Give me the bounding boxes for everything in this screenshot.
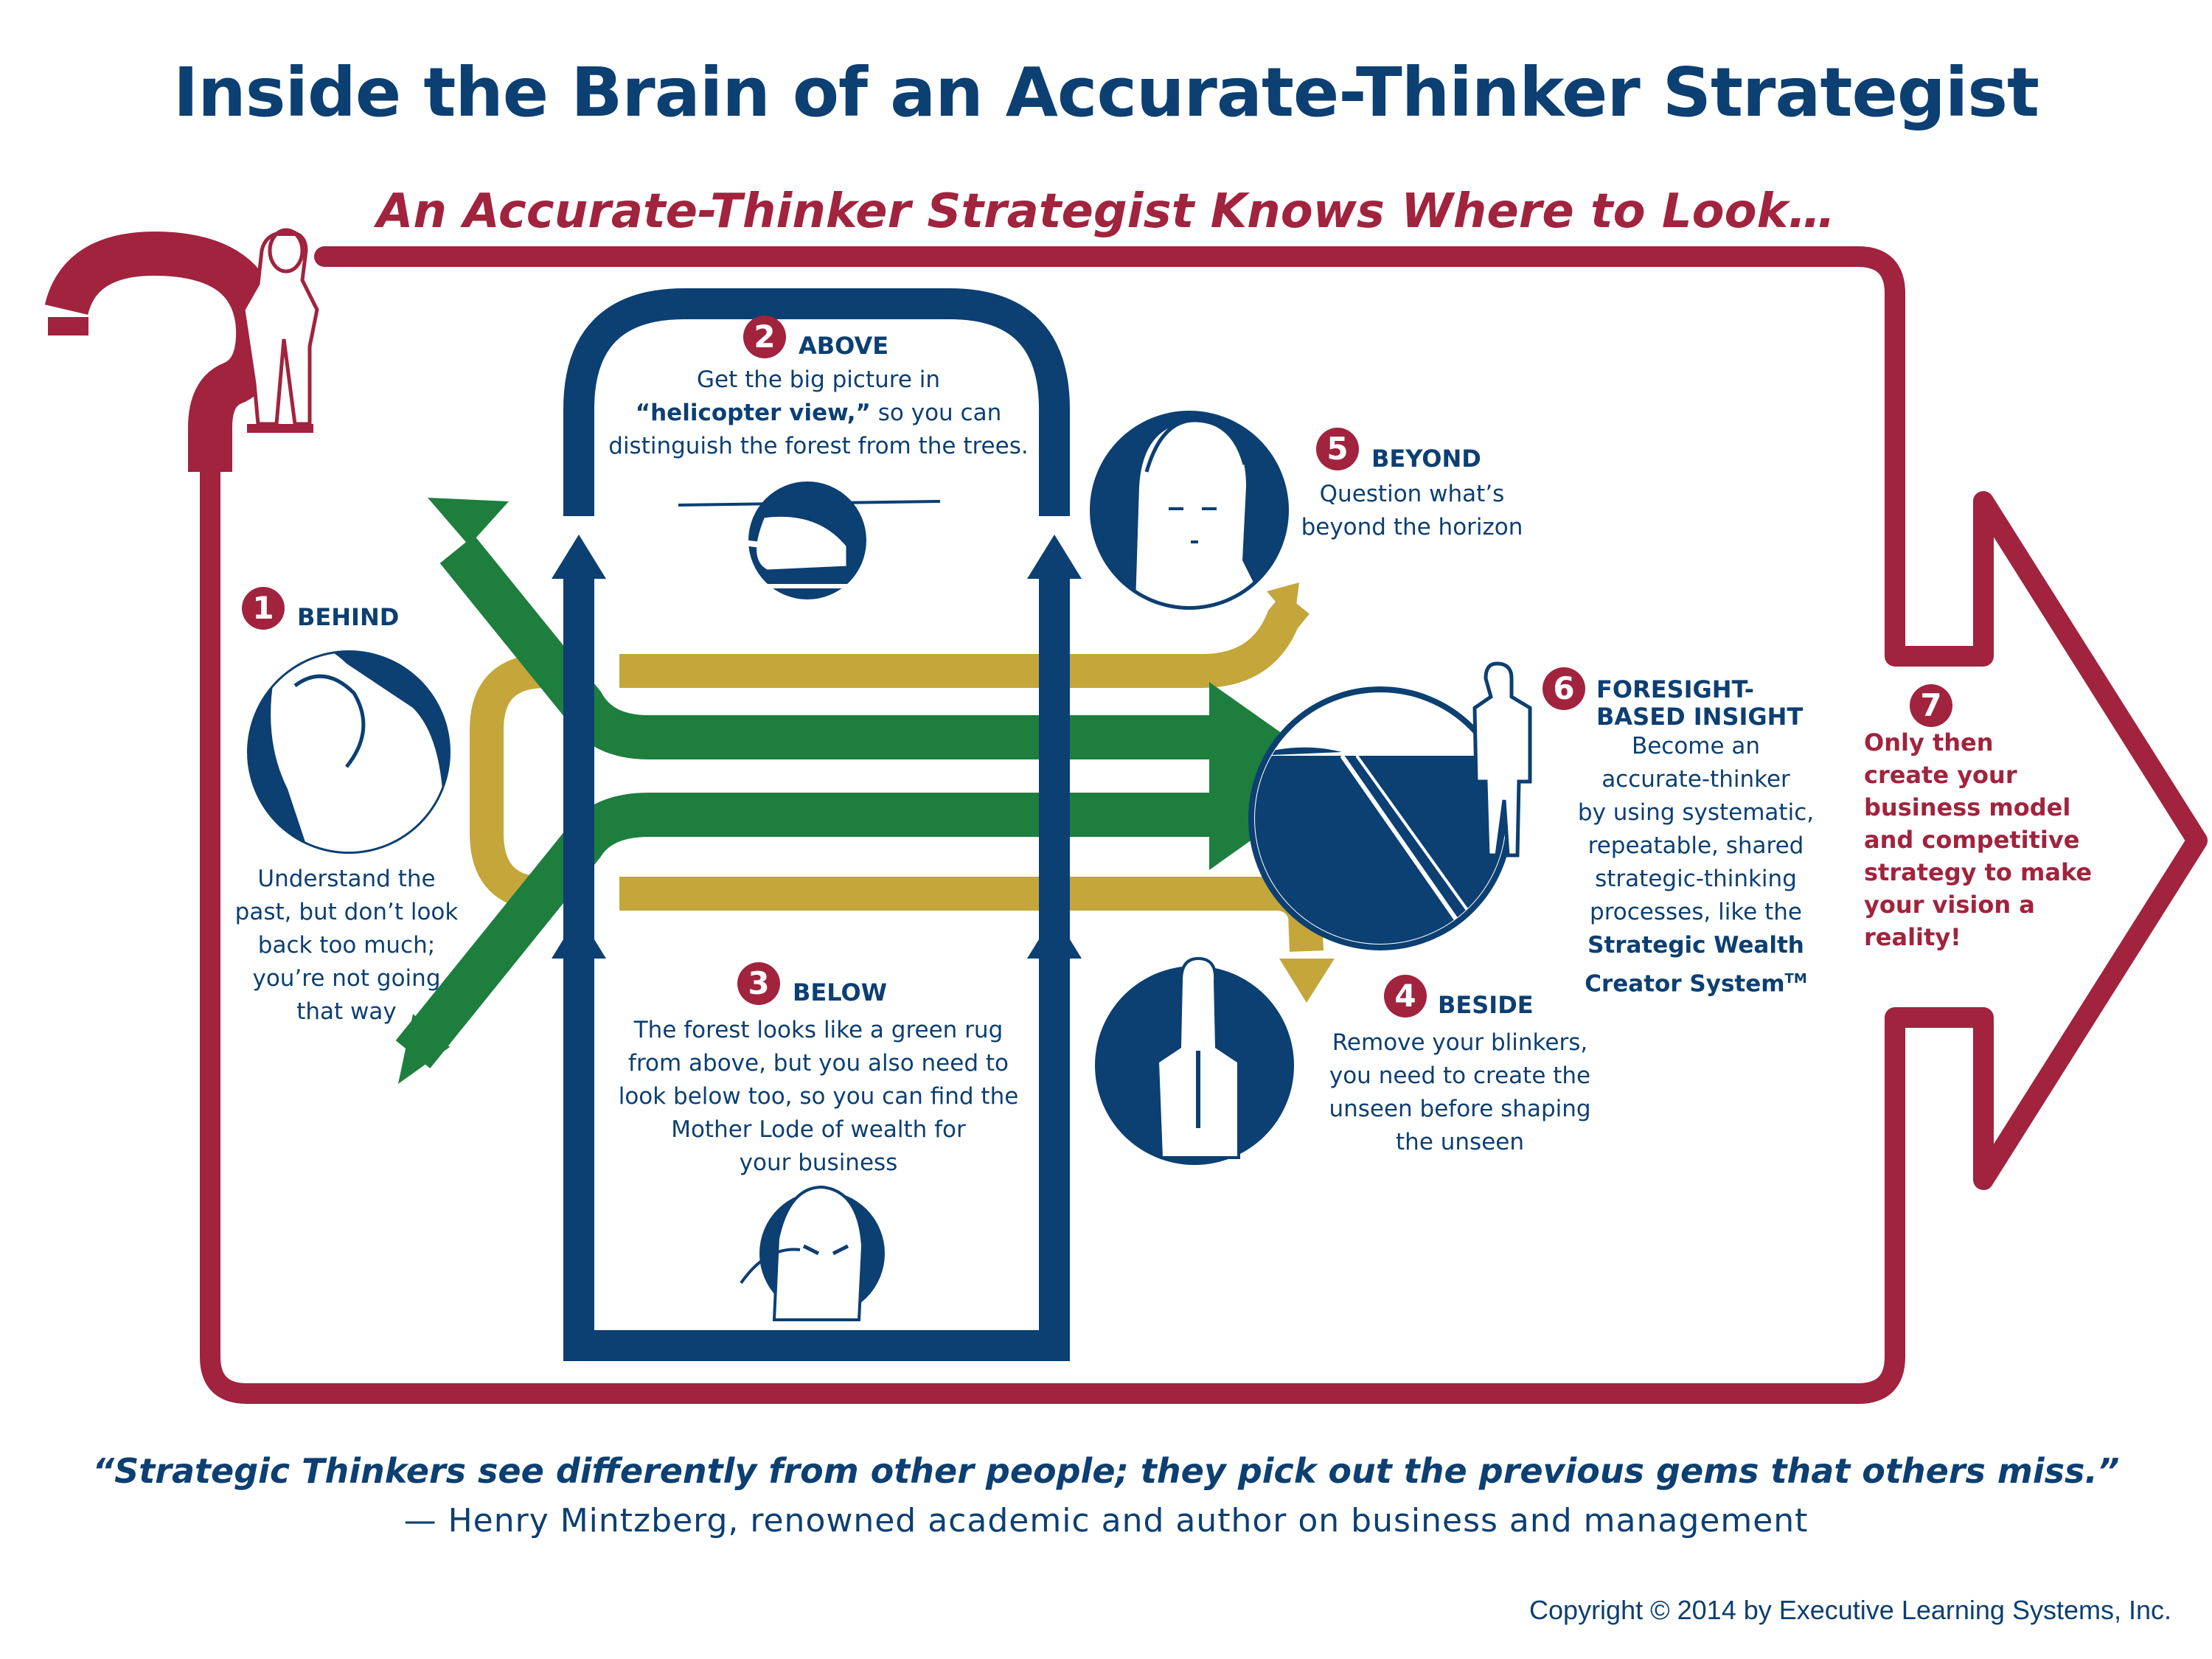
text-line: your vision a xyxy=(1864,891,2035,919)
page-title: Inside the Brain of an Accurate-Thinker … xyxy=(173,53,2039,132)
step-7-text: Only then create your business model and… xyxy=(1864,726,2129,953)
text-line: distinguish the forest from the trees. xyxy=(608,433,1029,459)
step-3-heading: BELOW xyxy=(793,978,887,1006)
quote: “Strategic Thinkers see differently from… xyxy=(92,1451,2120,1491)
text-line: The forest looks like a green rug xyxy=(633,1017,1004,1043)
outer-frame-arrow xyxy=(200,246,2208,1404)
heading-line: BASED INSIGHT xyxy=(1596,703,1804,731)
step-3-number: 3 xyxy=(737,962,780,1005)
step-4-number: 4 xyxy=(1384,975,1427,1018)
text-line: Question what’s xyxy=(1319,481,1505,507)
text-line: processes, like the xyxy=(1590,899,1802,925)
emphasis-text: Creator System xyxy=(1585,970,1785,998)
text-line: beyond the horizon xyxy=(1301,514,1523,540)
text-line: Understand the xyxy=(257,866,436,892)
text-line: Mother Lode of wealth for xyxy=(671,1116,966,1143)
page-subtitle: An Accurate-Thinker Strategist Knows Whe… xyxy=(376,184,1836,239)
text-line: strategic-thinking xyxy=(1595,866,1797,892)
horizon-road-icon xyxy=(1248,661,1532,950)
thinking-man-icon xyxy=(1090,411,1289,610)
step-2-number: 2 xyxy=(743,316,786,358)
step-5-heading: BEYOND xyxy=(1371,445,1481,473)
quote-attribution: — Henry Mintzberg, renowned academic and… xyxy=(403,1502,1809,1540)
text-line: Only then xyxy=(1864,728,1994,757)
text-line: create your xyxy=(1864,761,2017,789)
trademark-mark: TM xyxy=(1784,971,1807,987)
text-line: that way xyxy=(296,998,397,1025)
step-2-heading: ABOVE xyxy=(799,332,889,360)
step-2-text: Get the big picture in “helicopter view,… xyxy=(597,364,1040,463)
step-6-text: Become an accurate-thinker by using syst… xyxy=(1563,730,1829,1001)
text-line: past, but don’t look xyxy=(234,899,459,925)
text-line: repeatable, shared xyxy=(1587,832,1804,859)
text-line: from above, but you also need to xyxy=(628,1050,1009,1077)
text-line: accurate-thinker xyxy=(1601,766,1790,793)
text-line: by using systematic, xyxy=(1577,799,1815,826)
text-line: unseen before shaping xyxy=(1329,1096,1591,1122)
text-line: Remove your blinkers, xyxy=(1332,1029,1588,1056)
person-lifting-glasses-icon xyxy=(740,1185,885,1321)
text-line: Strategic Wealth xyxy=(1563,929,1829,962)
pondering-man-icon xyxy=(241,228,319,433)
emphasis-text: Strategic Wealth xyxy=(1587,932,1804,959)
text-line: your business xyxy=(739,1150,898,1176)
step-4-heading: BESIDE xyxy=(1438,991,1534,1019)
text-line: the unseen xyxy=(1396,1129,1524,1155)
step-4-text: Remove your blinkers, you need to create… xyxy=(1312,1026,1607,1159)
text-line: you need to create the xyxy=(1329,1062,1591,1089)
copyright-notice: Copyright © 2014 by Executive Learning S… xyxy=(1529,1595,2171,1625)
emphasis-text: “helicopter view,” xyxy=(635,400,871,426)
businessman-icon xyxy=(1095,956,1294,1165)
text-line: look below too, so you can find the xyxy=(618,1083,1019,1110)
step-1-number: 1 xyxy=(242,587,285,630)
step-1-heading: BEHIND xyxy=(297,603,400,631)
helicopter-icon xyxy=(678,481,941,599)
step-5-text: Question what’s beyond the horizon xyxy=(1287,478,1537,544)
text-line: and competitive xyxy=(1864,826,2080,854)
step-6-number: 6 xyxy=(1543,667,1585,710)
heading-line: FORESIGHT- xyxy=(1596,675,1754,703)
step-1-text: Understand the past, but don’t look back… xyxy=(214,863,479,1029)
question-mark-icon xyxy=(44,232,281,472)
step-6-heading: FORESIGHT- BASED INSIGHT xyxy=(1596,676,1803,731)
text-line: “helicopter view,” so you can xyxy=(597,397,1040,430)
text-line: you’re not going xyxy=(252,965,441,992)
text-line: business model xyxy=(1864,793,2071,821)
text-line: strategy to make xyxy=(1864,858,2093,886)
anxious-person-icon xyxy=(247,650,451,854)
text-span: so you can xyxy=(870,400,1002,426)
text-line: Creator SystemTM xyxy=(1563,962,1829,1001)
step-5-number: 5 xyxy=(1316,428,1359,470)
text-line: back too much; xyxy=(257,932,436,959)
text-line: Get the big picture in xyxy=(696,366,941,393)
text-line: Become an xyxy=(1631,733,1761,759)
step-3-text: The forest looks like a green rug from a… xyxy=(597,1014,1040,1180)
text-line: reality! xyxy=(1864,923,1961,951)
step-7-number: 7 xyxy=(1910,684,1952,727)
above-below-arrow xyxy=(552,288,1082,1361)
